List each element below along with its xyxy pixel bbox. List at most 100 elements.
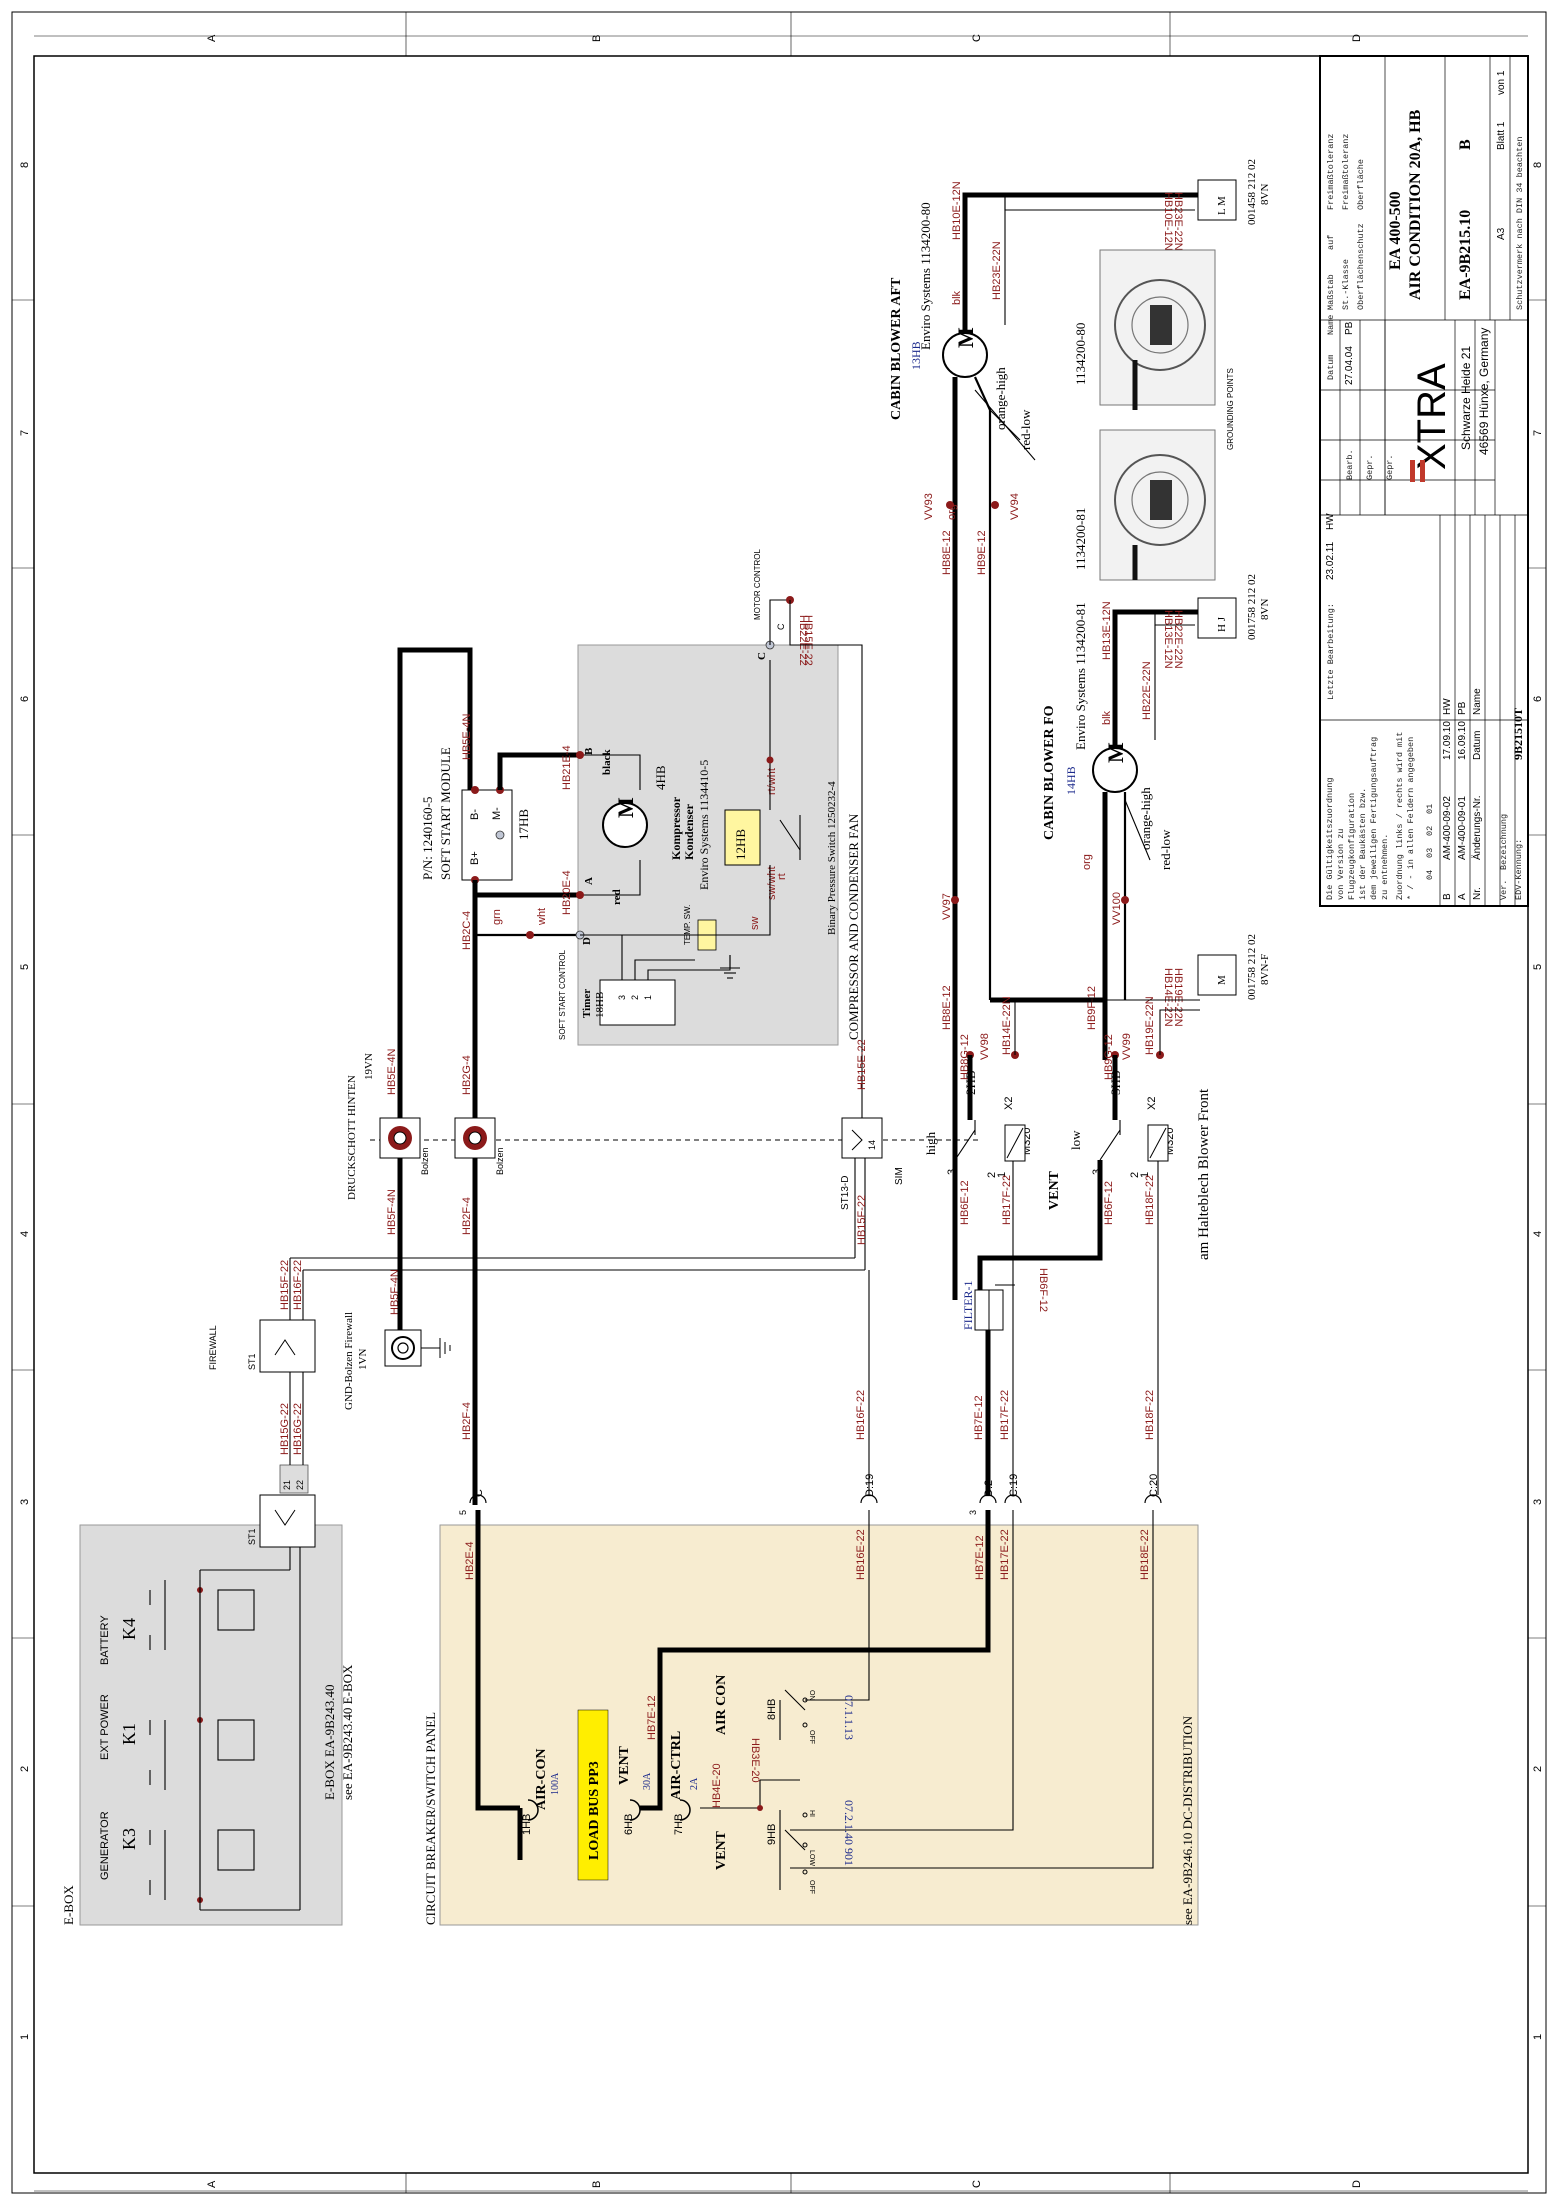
tb-protect: Schutzvermerk nach DIN 34 beachten — [1515, 137, 1525, 310]
breaker-vent-rating: 30A — [642, 1772, 653, 1790]
sim-label: SIM — [894, 1167, 905, 1185]
grid-col-top-C: C — [971, 34, 983, 42]
wire-hb2c-4: HB2C-4 — [461, 911, 473, 950]
tb-scale: Maßstab — [1326, 274, 1336, 310]
breaker-panel-title: CIRCUIT BREAKER/SWITCH PANEL — [423, 1712, 438, 1925]
timer-pin-2: 2 — [630, 995, 640, 1000]
grid-row-right-1: 1 — [1532, 2034, 1544, 2040]
tb-rev-name: Name — [1472, 688, 1483, 715]
ebox-background — [79, 1524, 343, 1926]
ebox-section: E-BOX E-BOX EA-9B243.40 see EA-9B243.40 … — [61, 1464, 355, 1926]
firewall-connector: FIREWALL ST1 HB15F-22 HB16F-22 HB15G-22 … — [208, 1257, 865, 1465]
ground-m-vn: 8VN-F — [1259, 954, 1271, 985]
wire-hb15f-22: HB15F-22 — [279, 1260, 291, 1310]
relay-aft-wire-hb8e: HB8E-12 — [941, 985, 953, 1030]
tb-assign-text: Zuordnung links / rechts wird mit* / - i… — [1395, 732, 1416, 900]
timer-pin-1: 1 — [643, 995, 653, 1000]
wire-hb5e-4n-top: HB5E-4N — [461, 713, 473, 760]
tb-rev-id: Nr. — [1472, 887, 1483, 900]
relay-vent-label: VENT — [1047, 1170, 1062, 1210]
blower-fo-wire-org: org — [1081, 854, 1093, 870]
tb-last-edit-date: 23.02.11 — [1325, 541, 1336, 580]
tb-row-id: 03 — [1425, 848, 1435, 858]
tb-validity-line: Die Gültigkeitszuordnung — [1325, 778, 1335, 900]
timer: Timer 18HB 3 2 1 — [581, 979, 676, 1026]
switch-vent-off: OFF — [808, 1880, 815, 1894]
pressure-switch-ref: 12HB — [733, 829, 748, 860]
ground-lm-part: 001458 212 02 — [1246, 159, 1258, 225]
tb-format: A3 — [1496, 227, 1507, 240]
tb-gepr-1: Gepr. — [1365, 454, 1375, 480]
blower-fo-wire-vv97: VV97 — [941, 893, 953, 920]
grid-col-bottom-C: C — [971, 2180, 983, 2188]
blower-fo-ref: 14HB — [1064, 766, 1078, 795]
ebox-caption-2: see EA-9B243.40 E-BOX — [340, 1664, 355, 1800]
relay-aft-high: high — [923, 1131, 938, 1155]
relay-fo[interactable]: 3HB low X2 M320 3 1 2 — [1068, 1070, 1176, 1178]
label-sw: sw — [749, 917, 761, 931]
grid-row-left-7: 7 — [19, 430, 31, 436]
tb-rev-id: B — [1442, 893, 1453, 900]
tb-company: XTRA — [1410, 363, 1454, 470]
panel-connector-d2: D:2 3 — [968, 1480, 997, 1515]
relay-fo-wire-vv99: VV99 — [1121, 1033, 1133, 1060]
grid-row-left-8: 8 — [19, 162, 31, 168]
switch-air-con-code: 07.1.1.13 — [842, 1695, 856, 1740]
bolt-power: Bolzen — [454, 1117, 505, 1175]
ebox-st1-label: ST1 — [247, 1528, 257, 1545]
soft-start-pn: P/N: 1240160-5 — [420, 797, 435, 880]
blower-fo-maker: Enviro Systems 1134200-81 — [1073, 602, 1088, 750]
wire-hb5f-4n: HB5F-4N — [386, 1189, 398, 1235]
wire-hb2g-4: HB2G-4 — [461, 1055, 473, 1095]
blower-aft-wire-hb10e: HB10E-12N — [951, 181, 963, 240]
blower-aft-wire-vv94: VV94 — [1009, 493, 1021, 520]
breaker-air-con[interactable]: 1HB AIR-CON 100A — [521, 1749, 561, 1835]
ground-m-wire-2: HB19E-22N — [1172, 968, 1184, 1027]
pressure-switch: 12HB Binary Pressure Switch 1250232-4 — [724, 781, 838, 935]
blower-aft-ref: 13HB — [909, 341, 923, 370]
ground-m-ref: M — [1216, 975, 1228, 985]
source-name-generator: GENERATOR — [99, 1811, 111, 1880]
tb-ver: Ver. — [1499, 880, 1509, 900]
timer-ref: 18HB — [594, 992, 606, 1018]
label-temp-sw: TEMP. SW. — [683, 905, 692, 945]
photo-blower-81-label: 1134200-81 — [1073, 508, 1088, 570]
firewall-title: FIREWALL — [208, 1325, 218, 1370]
switch-vent[interactable]: VENT 9HB HI LOW OFF 07.2.1.40 901 HB4E-2… — [711, 1763, 856, 1894]
switch-air-con-name: AIR CON — [714, 1675, 729, 1735]
breaker-vent-ref: 6HB — [623, 1814, 635, 1835]
wire-hb15e-22-top: HB15E-22 — [802, 615, 814, 666]
source-id-k1: K1 — [119, 1723, 139, 1745]
druckschott-ref: 19VN — [363, 1053, 375, 1080]
switch-air-con[interactable]: AIR CON 8HB ON OFF 07.1.1.13 HB3E-20 — [714, 1675, 856, 1783]
tb-row-id: 02 — [1425, 826, 1435, 836]
tb-bearb: Bearb. — [1345, 449, 1355, 480]
ebox-st1-pin-22: 22 — [295, 1480, 305, 1490]
relay-aft-pin2: 2 — [986, 1172, 998, 1178]
breaker-air-ctrl[interactable]: 7HB AIR-CTRL 2A — [669, 1731, 700, 1835]
blower-fo-wire-vv100: VV100 — [1111, 892, 1123, 925]
label-rt: rt — [776, 873, 788, 880]
bolt-power-label: Bolzen — [495, 1147, 505, 1175]
wire-hb20e-4: HB20E-4 — [561, 870, 573, 915]
relay-fo-low: low — [1068, 1130, 1083, 1150]
connector-pin-3: 3 — [968, 1510, 978, 1515]
compressor-motor-maker: Enviro Systems 1134410-5 — [697, 760, 711, 890]
wire-hb16f-22: HB16F-22 — [292, 1260, 304, 1310]
filter-label: FILTER-1 — [961, 1280, 975, 1330]
tb-validity-line: ist der Baukästen bzw. — [1358, 788, 1368, 900]
tb-tolerance: Freimaßtoleranz — [1326, 133, 1336, 210]
bolt-ground: Bolzen — [379, 1117, 430, 1175]
tb-name-hdr: Name — [1326, 315, 1336, 335]
ground-hj-ref: H J — [1216, 616, 1228, 632]
druckschott-title: DRUCKSCHOTT HINTEN — [346, 1075, 358, 1200]
tb-class: St.-Klasse — [1341, 259, 1351, 310]
relay-aft[interactable]: 2HB high X2 M320 3 1 2 — [923, 1070, 1033, 1178]
breaker-vent[interactable]: 6HB VENT 30A — [617, 1745, 653, 1835]
label-pin-c: C — [776, 623, 786, 630]
tb-validity-line: von Version zu — [1336, 829, 1346, 900]
ebox-title: E-BOX — [61, 1885, 76, 1925]
wire-hb17e-22: HB17E-22 — [999, 1529, 1011, 1580]
breaker-panel-background — [439, 1524, 1199, 1926]
blower-aft-color-high: orange-high — [993, 367, 1008, 430]
